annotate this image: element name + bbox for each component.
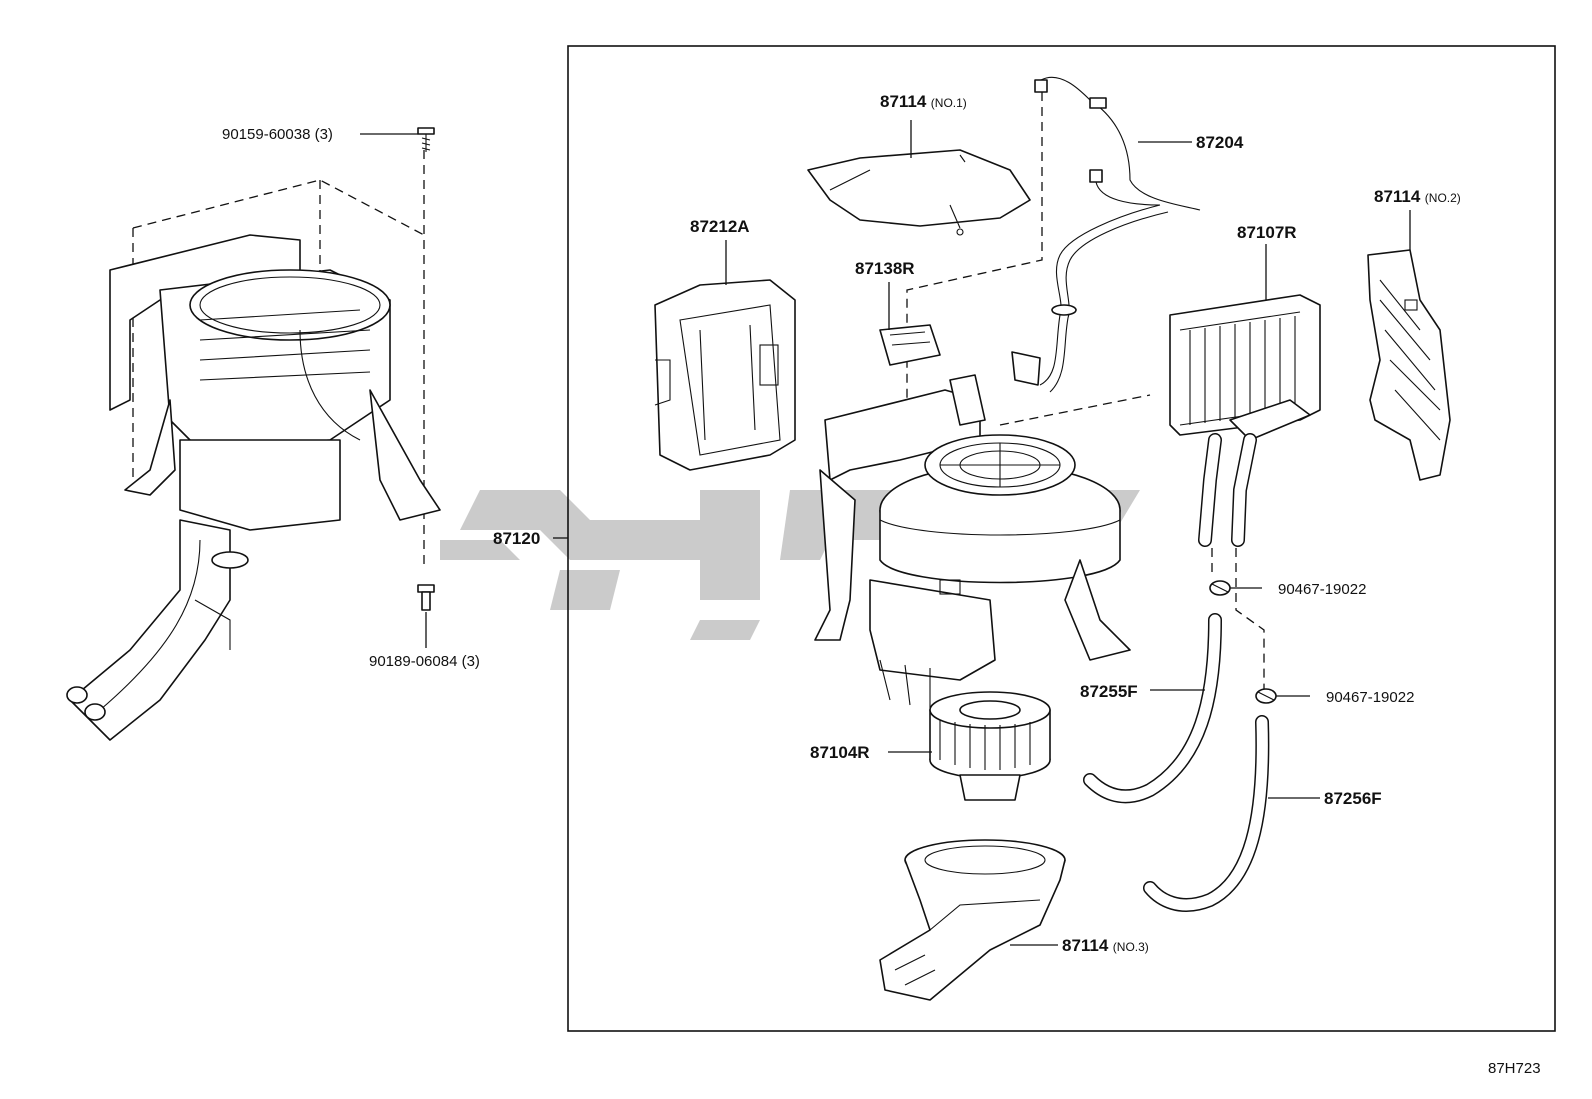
clamp-90467-19022-b (1255, 688, 1277, 704)
screw-90189-06084 (417, 584, 435, 611)
label-90467-19022-b: 90467-19022 (1326, 689, 1414, 706)
part-87138R-resistor (879, 324, 941, 366)
figure-code: 87H723 (1488, 1060, 1541, 1077)
part-87114-no2-duct (1367, 249, 1451, 481)
assembled-blower-unit (66, 150, 441, 741)
label-87138R: 87138R (855, 259, 915, 278)
label-87114-no1: 87114 (NO.1) (880, 92, 967, 111)
part-87212A-case (654, 279, 796, 471)
label-90467-19022-a: 90467-19022 (1278, 581, 1366, 598)
clamp-90467-19022-a (1209, 580, 1231, 596)
label-87114-no2: 87114 (NO.2) (1374, 187, 1461, 206)
label-87255F: 87255F (1080, 682, 1138, 701)
hose-87255F (1083, 613, 1222, 804)
label-87114-no3: 87114 (NO.3) (1062, 936, 1149, 955)
screw-90159-60038 (417, 127, 435, 152)
label-87120: 87120 (493, 529, 540, 548)
part-87120-housing (814, 374, 1131, 708)
hose-87256F (1143, 715, 1270, 912)
part-87114-no1-cover (807, 149, 1031, 236)
label-87104R: 87104R (810, 743, 870, 762)
label-90159-60038: 90159-60038 (3) (222, 126, 333, 143)
label-87212A: 87212A (690, 217, 750, 236)
label-87204: 87204 (1196, 133, 1244, 152)
part-87114-no3-lower-duct (879, 839, 1066, 1001)
part-87107R-heater-core (1169, 294, 1321, 547)
label-87107R: 87107R (1237, 223, 1297, 242)
part-87204-harness (1011, 76, 1201, 393)
part-87104R-blower-motor (929, 691, 1051, 801)
label-87256F: 87256F (1324, 789, 1382, 808)
label-90189-06084: 90189-06084 (3) (369, 653, 480, 670)
